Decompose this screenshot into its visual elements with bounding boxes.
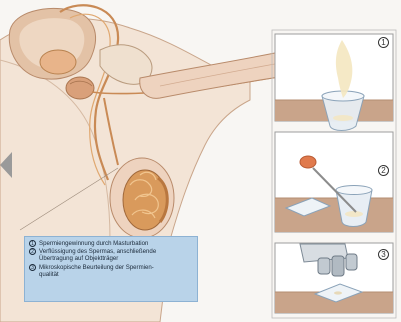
- panel-3-number: 3: [378, 249, 389, 260]
- seminal-vesicle: [40, 50, 76, 74]
- panel-1: [275, 34, 393, 131]
- microscope-objective-1: [318, 258, 330, 274]
- panel-2-number: 2: [378, 165, 389, 176]
- panel-2: [275, 132, 393, 232]
- pipette-bulb: [300, 156, 316, 168]
- legend-text-2: Verflüssigung des Spermas, anschließende…: [39, 248, 193, 262]
- legend-text-1: Spermiengewinnung durch Masturbation: [39, 240, 193, 247]
- legend-number-1: 1: [29, 240, 36, 247]
- cup-2: [336, 190, 372, 227]
- legend-item-3: 3 Mikroskopische Beurteilung der Spermie…: [29, 264, 193, 278]
- legend-item-1: 1 Spermiengewinnung durch Masturbation: [29, 240, 193, 247]
- microscope-objective-3: [346, 254, 357, 270]
- panel-1-number: 1: [378, 37, 389, 48]
- legend-item-2: 2 Verflüssigung des Spermas, anschließen…: [29, 248, 193, 262]
- microscope-objective-2: [332, 256, 344, 276]
- legend-text-3: Mikroskopische Beurteilung der Spermien-…: [39, 264, 193, 278]
- legend-number-3: 3: [29, 264, 36, 271]
- prostate: [66, 77, 94, 99]
- legend-box: 1 Spermiengewinnung durch Masturbation 2…: [24, 236, 198, 302]
- legend-number-2: 2: [29, 248, 36, 255]
- panel-3: [275, 243, 393, 313]
